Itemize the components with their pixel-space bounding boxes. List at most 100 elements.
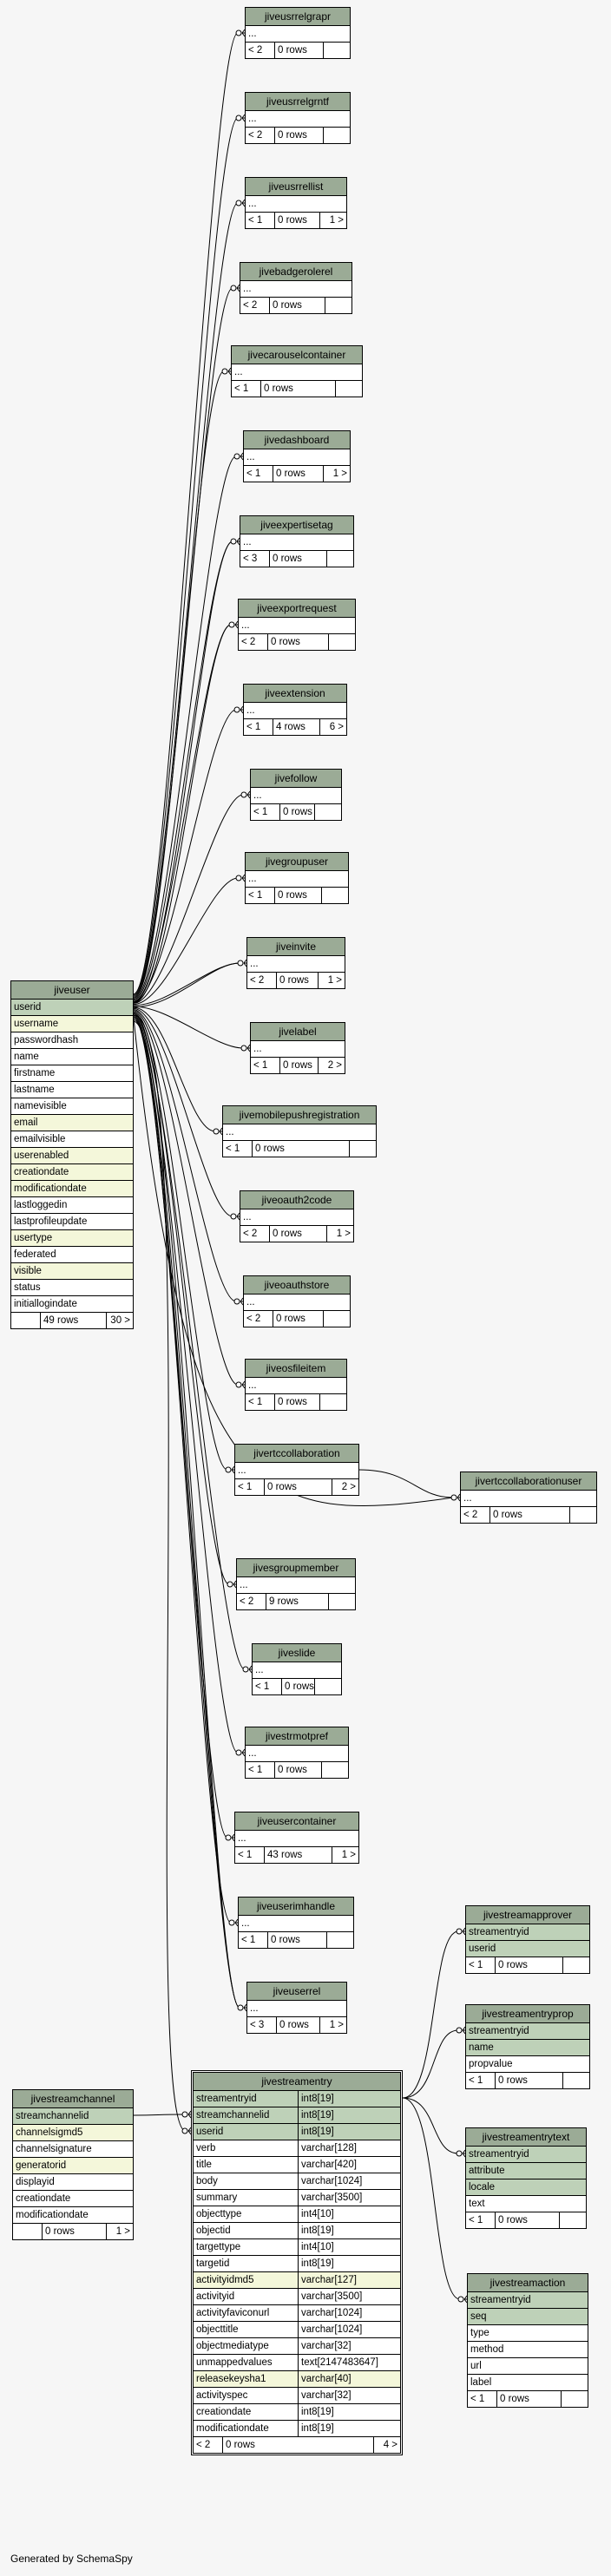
table-title[interactable]: jivestreamaction	[468, 2274, 588, 2292]
parents-count[interactable]: < 1	[468, 2391, 497, 2407]
parents-count[interactable]	[13, 2224, 43, 2239]
parents-count[interactable]: < 1	[466, 2212, 496, 2228]
table-title[interactable]: jivecarouselcontainer	[232, 346, 362, 364]
parents-count[interactable]: < 2	[237, 1594, 266, 1609]
parents-count[interactable]: < 1	[466, 1957, 496, 1973]
parents-count[interactable]: < 2	[244, 1311, 273, 1327]
children-count[interactable]: 1 >	[115, 2226, 130, 2237]
children-count[interactable]	[329, 634, 355, 650]
table-title[interactable]: jivestreamentrytext	[466, 2128, 586, 2147]
parents-count[interactable]: < 1	[239, 1932, 268, 1948]
table-title[interactable]: jivestrmotpref	[246, 1727, 348, 1746]
children-count[interactable]	[322, 1762, 348, 1778]
children-count[interactable]	[315, 804, 341, 820]
table-title[interactable]: jivestreamapprover	[466, 1906, 589, 1924]
children-count[interactable]	[324, 1311, 350, 1327]
table-title[interactable]: jivertccollaborationuser	[461, 1472, 596, 1491]
children-count[interactable]	[563, 2073, 589, 2088]
table-title[interactable]: jiveuserimhandle	[239, 1898, 353, 1916]
children-count[interactable]	[325, 298, 351, 313]
table-title[interactable]: jivegroupuser	[246, 853, 348, 871]
parents-count[interactable]: < 1	[223, 1141, 253, 1157]
parents-count[interactable]: < 1	[253, 1679, 282, 1694]
children-count[interactable]	[562, 2391, 588, 2407]
table-title[interactable]: jivestreamchannel	[13, 2090, 133, 2108]
parents-count[interactable]	[11, 1313, 41, 1328]
children-count[interactable]: 1 >	[329, 215, 344, 226]
table-title[interactable]: jivefollow	[251, 770, 341, 788]
children-count[interactable]: 30 >	[110, 1315, 130, 1326]
parents-count[interactable]: < 2	[194, 2437, 223, 2453]
table-title[interactable]: jivestreamentryprop	[466, 2005, 589, 2023]
children-count[interactable]	[327, 551, 353, 567]
parents-count[interactable]: < 3	[247, 2017, 277, 2033]
table-title[interactable]: jiveuser	[11, 981, 133, 1000]
table-title[interactable]: jiveexpertisetag	[240, 516, 353, 534]
parents-count[interactable]: < 2	[461, 1507, 490, 1523]
children-count[interactable]: 1 >	[332, 469, 347, 479]
parents-count[interactable]: < 1	[235, 1479, 265, 1495]
table-title[interactable]: jiveuserrel	[247, 1983, 346, 2001]
parents-count[interactable]: < 2	[239, 634, 268, 650]
table-title[interactable]: jiveusrrellist	[246, 178, 346, 196]
table-title[interactable]: jivemobilepushregistration	[223, 1106, 376, 1124]
table-title[interactable]: jiveextension	[244, 685, 346, 703]
children-count[interactable]: 1 >	[329, 2020, 344, 2030]
table-title[interactable]: jiveinvite	[247, 938, 345, 956]
table-title[interactable]: jiveusrrelgrapr	[246, 8, 350, 26]
children-count[interactable]: 2 >	[341, 1482, 356, 1492]
children-count[interactable]	[320, 1394, 346, 1410]
parents-count[interactable]: < 1	[232, 381, 261, 397]
children-count[interactable]	[315, 1679, 341, 1694]
parents-count[interactable]: < 1	[246, 213, 275, 228]
table-title[interactable]: jivertccollaboration	[235, 1445, 358, 1463]
parents-count[interactable]: < 1	[244, 466, 273, 482]
children-count[interactable]	[563, 1957, 589, 1973]
children-count[interactable]	[324, 43, 350, 58]
table-title[interactable]: jiveslide	[253, 1644, 341, 1662]
children-count[interactable]: 2 >	[327, 1060, 342, 1071]
parents-count[interactable]: < 1	[251, 1058, 280, 1073]
parents-count[interactable]: < 3	[240, 551, 270, 567]
parents-count[interactable]: < 2	[247, 973, 277, 988]
children-count[interactable]	[570, 1507, 596, 1523]
children-count[interactable]: 4 >	[383, 2440, 397, 2450]
children-count[interactable]	[560, 2212, 586, 2228]
parents-count[interactable]: < 1	[244, 719, 273, 735]
children-count[interactable]: 1 >	[336, 1229, 351, 1239]
table-title[interactable]: jiveoauth2code	[240, 1191, 353, 1209]
children-count[interactable]: 1 >	[341, 1850, 356, 1860]
children-count[interactable]	[350, 1141, 376, 1157]
parents-count[interactable]: < 1	[246, 1394, 275, 1410]
table-title[interactable]: jivebadgerolerel	[240, 263, 351, 281]
